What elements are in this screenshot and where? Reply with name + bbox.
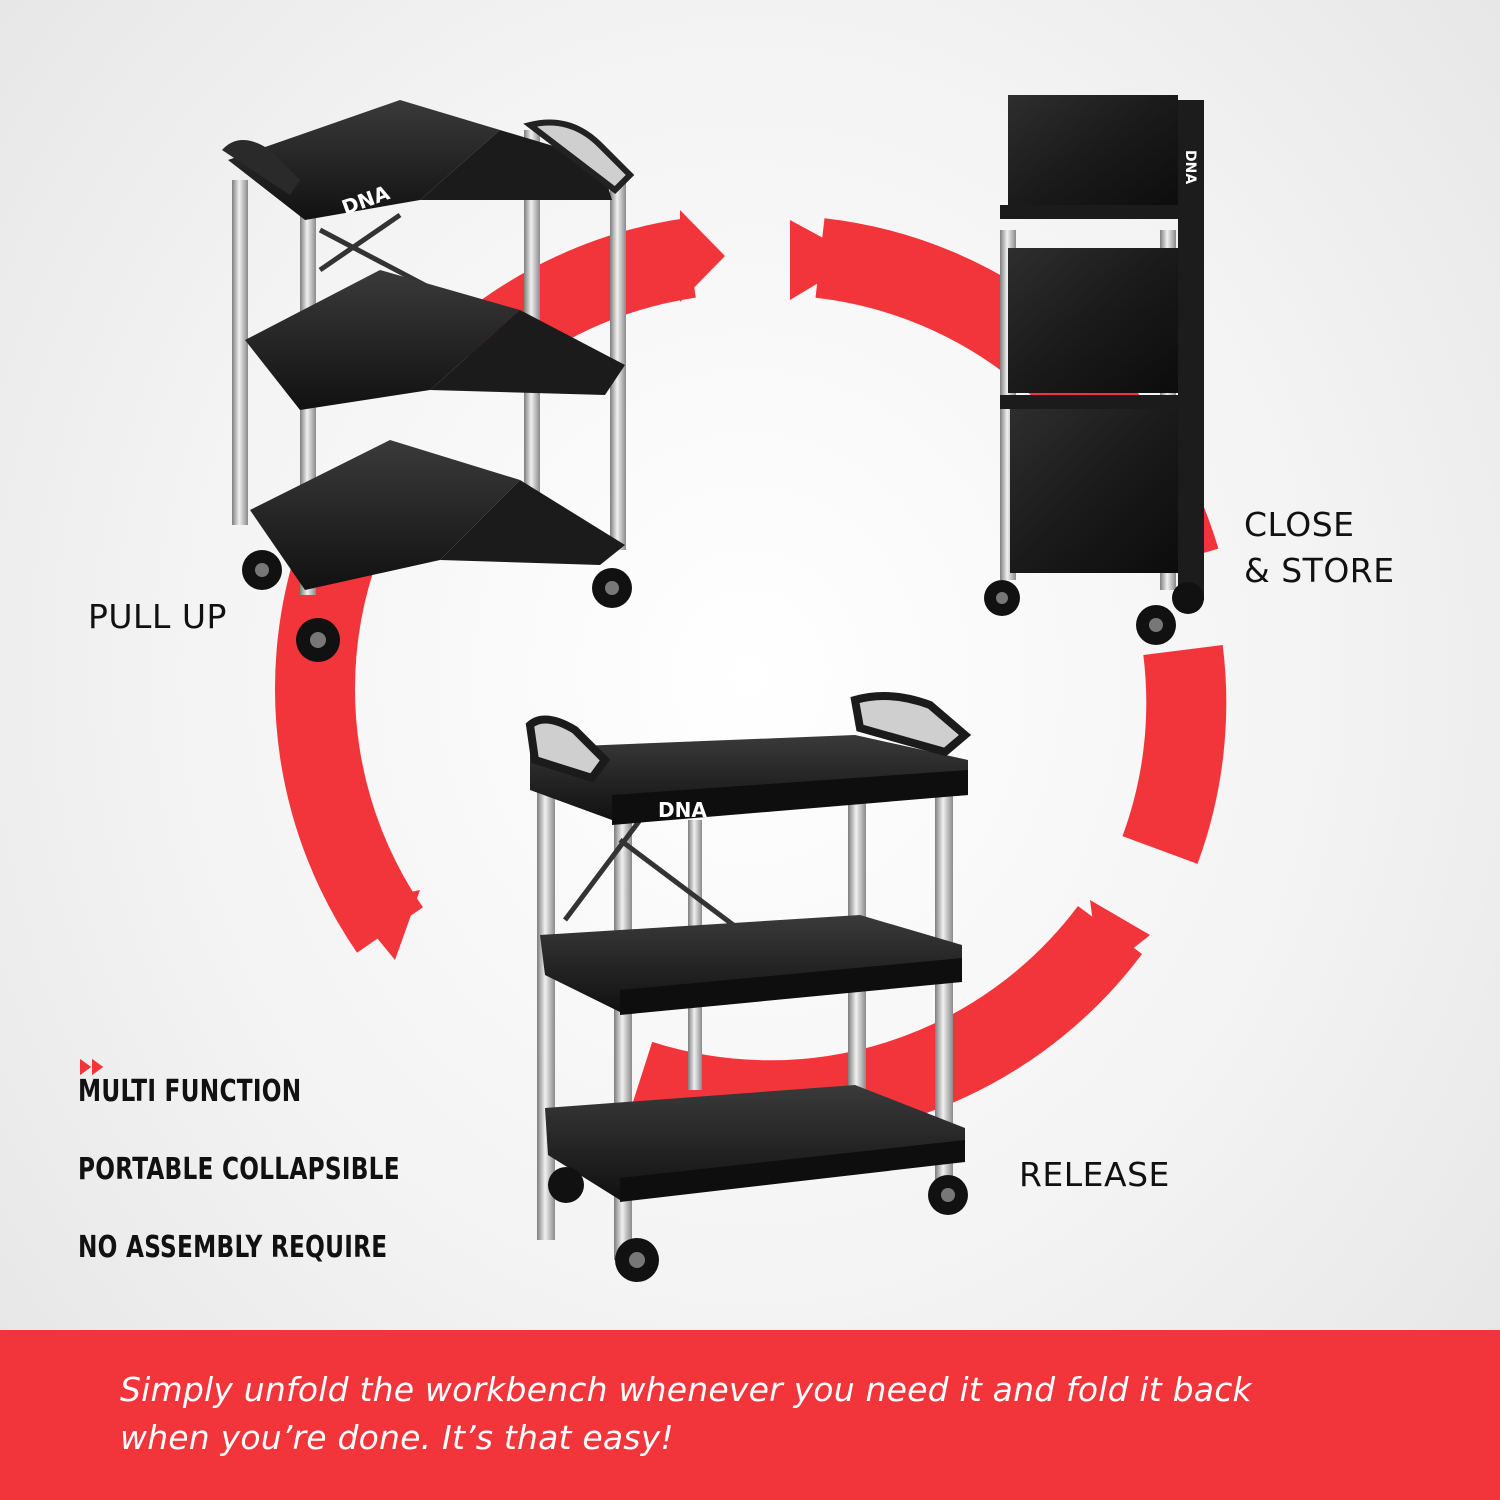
ring-arrowhead-top bbox=[680, 210, 725, 302]
cart3-logo: DNA bbox=[658, 798, 707, 822]
ring-arrowhead-left bbox=[350, 890, 420, 960]
cart2-logo: DNA bbox=[1182, 150, 1198, 184]
step-label-release: RELEASE bbox=[1019, 1155, 1170, 1194]
feature-label: PORTABLE COLLAPSIBLE bbox=[78, 1151, 400, 1187]
feature-item-no-assembly: NO ASSEMBLY REQUIRE bbox=[78, 1059, 452, 1286]
step-label-close-line2: & STORE bbox=[1244, 551, 1395, 590]
step-label-pull-up: PULL UP bbox=[88, 597, 227, 636]
cycle-graphic: DNA DNA bbox=[222, 95, 1227, 1282]
feature-item-multi-function: MULTI FUNCTION bbox=[78, 1052, 452, 1130]
tagline-line-1: Simply unfold the workbench whenever you… bbox=[120, 1370, 1252, 1409]
feature-list: MULTI FUNCTION PORTABLE COLLAPSIBLE NO A… bbox=[78, 1052, 452, 1286]
ring-arc-left bbox=[275, 547, 424, 953]
cart-open: DNA bbox=[525, 692, 972, 1282]
ring-arc-right bbox=[1122, 645, 1227, 864]
feature-label: NO ASSEMBLY REQUIRE bbox=[78, 1229, 388, 1265]
tagline-line-2: when you’re done. It’s that easy! bbox=[120, 1418, 674, 1457]
double-chevron-icon bbox=[80, 1059, 103, 1075]
tagline-text: Simply unfold the workbench whenever you… bbox=[120, 1366, 1400, 1462]
ring-arrowhead-right bbox=[790, 220, 860, 300]
feature-item-portable-collapsible: PORTABLE COLLAPSIBLE bbox=[78, 1059, 452, 1208]
cart-folded: DNA bbox=[984, 95, 1204, 645]
cart-partially-folded: DNA bbox=[222, 100, 635, 662]
feature-label: MULTI FUNCTION bbox=[78, 1073, 302, 1109]
tagline-banner: Simply unfold the workbench whenever you… bbox=[0, 1330, 1500, 1500]
infographic-stage: DNA DNA bbox=[78, 95, 1395, 1286]
ring-arrowhead-bottom bbox=[1090, 900, 1150, 975]
step-label-close-line1: CLOSE bbox=[1244, 505, 1355, 544]
